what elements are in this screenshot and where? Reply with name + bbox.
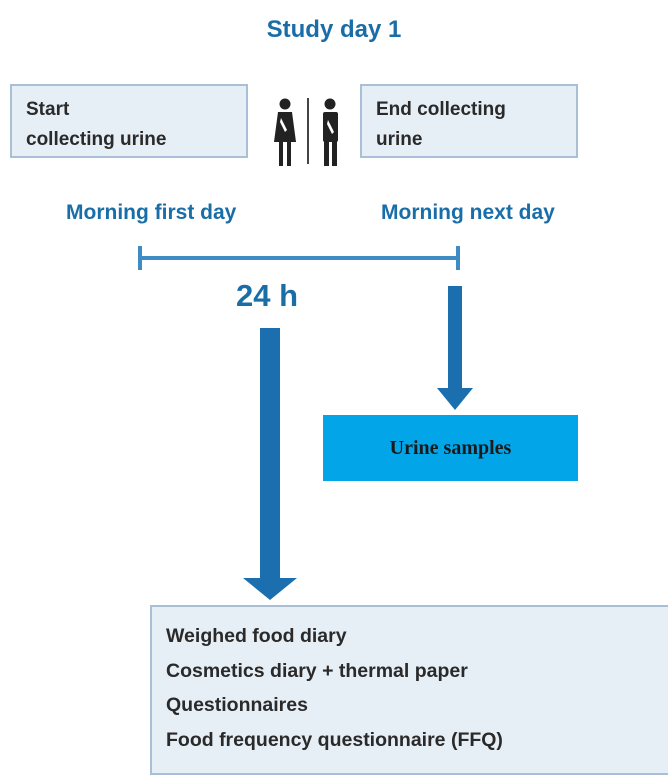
- end-box-line-1: End collecting: [376, 99, 506, 120]
- urine-samples-box: Urine samples: [323, 415, 578, 481]
- diagram-title: Study day 1: [266, 16, 402, 43]
- activities-box: Weighed food diary Cosmetics diary + the…: [150, 605, 668, 775]
- end-box-line-2: urine: [376, 129, 423, 150]
- start-box-line-2: collecting urine: [26, 129, 167, 150]
- duration-label: 24 h: [236, 278, 299, 313]
- timeline-end-label: Morning next day: [381, 201, 555, 224]
- start-collecting-box: Start collecting urine: [10, 84, 248, 158]
- timeline-start-label: Morning first day: [66, 201, 237, 224]
- activity-item: Food frequency questionnaire (FFQ): [166, 728, 503, 751]
- arrow-to-urine-samples: [437, 286, 473, 410]
- activity-item: Questionnaires: [166, 694, 308, 716]
- icon-divider: [307, 98, 309, 164]
- female-toilet-icon: [274, 98, 296, 166]
- arrow-to-activities: [243, 328, 297, 600]
- activity-item: Cosmetics diary + thermal paper: [166, 659, 468, 682]
- activity-item: Weighed food diary: [166, 625, 347, 647]
- timeline-bar: [138, 246, 460, 270]
- start-box-line-1: Start: [26, 99, 70, 120]
- end-collecting-box: End collecting urine: [360, 84, 578, 158]
- male-toilet-icon: [323, 98, 338, 166]
- urine-samples-label: Urine samples: [389, 436, 512, 459]
